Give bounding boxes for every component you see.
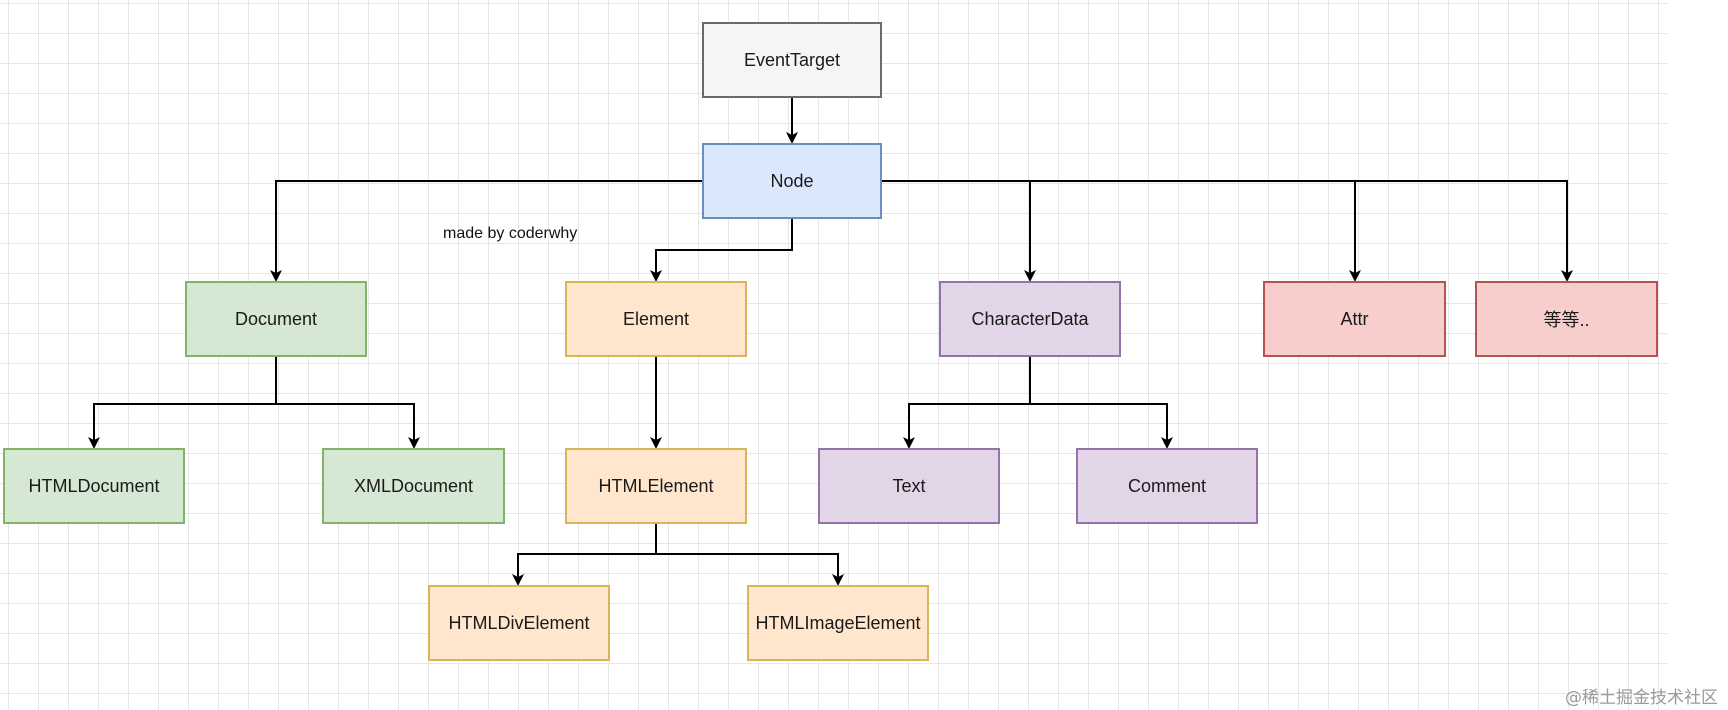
edge-node-document — [270, 180, 702, 282]
edge-node-attr — [1030, 180, 1361, 282]
node-node: Node — [702, 143, 882, 219]
edge-htmlelement-htmldivelement — [512, 524, 657, 586]
edge-document-xmldocument — [276, 403, 420, 449]
text-node: Text — [818, 448, 1000, 524]
htmlelement-node: HTMLElement — [565, 448, 747, 524]
edge-node-element — [650, 219, 793, 282]
characterdata-node: CharacterData — [939, 281, 1121, 357]
eventtarget-node: EventTarget — [702, 22, 882, 98]
document-node: Document — [185, 281, 367, 357]
edge-node-characterdata — [882, 180, 1036, 282]
canvas-right-margin — [1668, 0, 1728, 710]
etc-node: 等等.. — [1475, 281, 1658, 357]
edge-htmlelement-htmlimageelement — [656, 553, 844, 586]
attr-node: Attr — [1263, 281, 1446, 357]
edge-characterdata-text — [903, 357, 1031, 449]
htmldocument-node: HTMLDocument — [3, 448, 185, 524]
xmldocument-node: XMLDocument — [322, 448, 505, 524]
watermark: @稀土掘金技术社区 — [1565, 688, 1718, 708]
comment-node: Comment — [1076, 448, 1258, 524]
edge-characterdata-comment — [1030, 403, 1173, 449]
edge-node-etc — [1355, 180, 1573, 282]
author-note: made by coderwhy — [443, 225, 578, 242]
htmlimageelement-node: HTMLImageElement — [747, 585, 929, 661]
edge-document-htmldocument — [88, 357, 277, 449]
element-node: Element — [565, 281, 747, 357]
htmldivelement-node: HTMLDivElement — [428, 585, 610, 661]
